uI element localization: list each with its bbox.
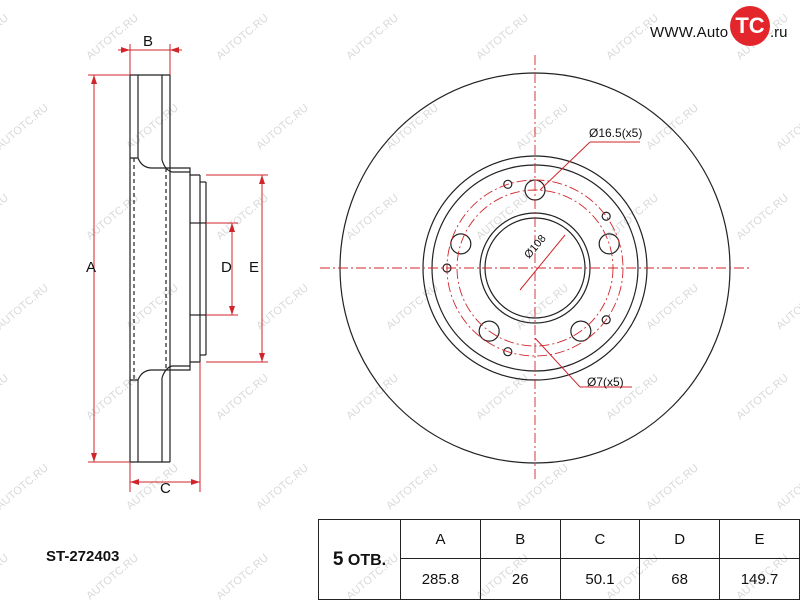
logo-prefix: WWW.Auto xyxy=(650,24,729,41)
spec-table: 5 ОТВ. A B C D E 285.8 26 50.1 68 149.7 xyxy=(318,519,800,600)
bolt-hole xyxy=(450,233,472,255)
value-c: 50.1 xyxy=(559,558,641,600)
small-hole-note: Ø7(x5) xyxy=(587,375,624,389)
label-d: D xyxy=(221,259,232,276)
header-a: A xyxy=(399,519,482,559)
side-dimensions xyxy=(88,44,268,492)
logo-mark: TC xyxy=(730,6,770,46)
header-e: E xyxy=(718,519,800,559)
small-hole xyxy=(601,315,611,325)
side-section-view xyxy=(129,74,207,463)
autotc-logo: WWW.Auto TC .ru xyxy=(640,6,790,52)
value-a: 285.8 xyxy=(399,558,482,600)
bolt-hole-note: Ø16.5(x5) xyxy=(589,126,643,140)
value-b: 26 xyxy=(480,558,561,600)
small-hole xyxy=(503,179,513,189)
value-e: 149.7 xyxy=(718,558,800,600)
bolt-hole xyxy=(478,320,500,342)
holes-number: 5 xyxy=(332,548,344,570)
value-d: 68 xyxy=(639,558,720,600)
label-b: B xyxy=(143,33,154,50)
part-number: ST-272403 xyxy=(46,548,120,565)
small-hole xyxy=(601,211,611,221)
bolt-hole xyxy=(570,320,592,342)
leader-lines xyxy=(519,141,640,388)
front-centerlines xyxy=(320,55,750,480)
dimension-arrows xyxy=(91,47,265,485)
label-e: E xyxy=(249,259,260,276)
logo-suffix: .ru xyxy=(770,24,788,41)
label-c: C xyxy=(160,480,171,497)
small-hole xyxy=(503,347,513,357)
header-b: B xyxy=(480,519,561,559)
holes-cell: 5 ОТВ. xyxy=(318,519,401,600)
holes-unit: ОТВ. xyxy=(347,551,387,569)
header-c: C xyxy=(559,519,641,559)
label-a: A xyxy=(86,259,97,276)
header-d: D xyxy=(639,519,720,559)
